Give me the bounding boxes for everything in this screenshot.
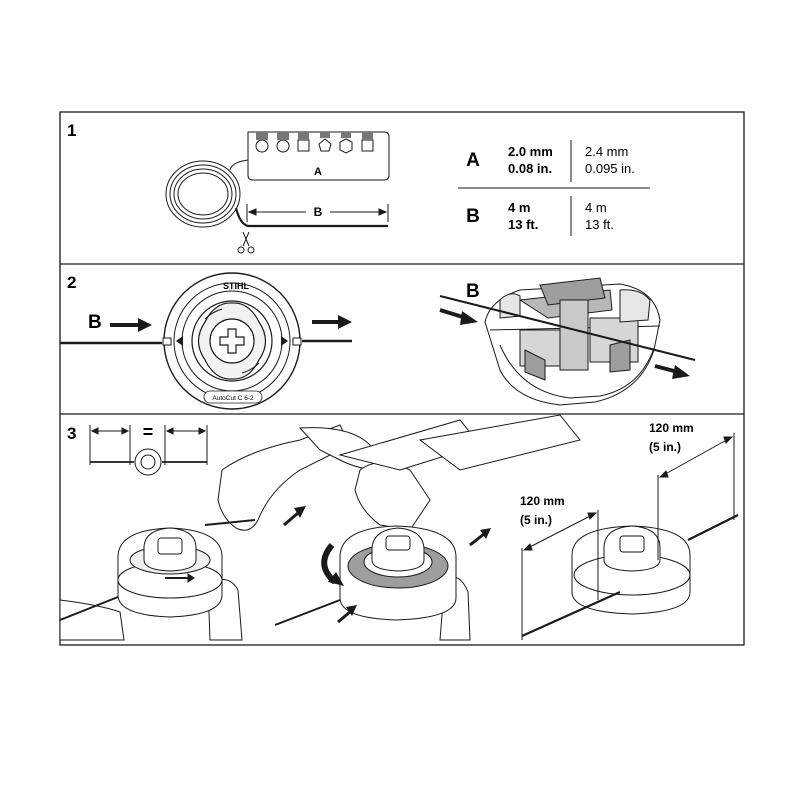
arrow-right-icon xyxy=(110,318,152,332)
arrow-out-icon xyxy=(654,364,690,379)
line-end-near xyxy=(521,590,621,638)
rotate-arrow-icon xyxy=(321,543,344,586)
spool-side-view-3 xyxy=(571,525,691,615)
alignment-arrow-left-icon xyxy=(176,336,183,346)
trimmer-line-through xyxy=(439,295,696,361)
line-profiles-box: A xyxy=(229,131,390,181)
hands-illustration xyxy=(59,414,581,641)
label-a: A xyxy=(314,166,322,178)
table-row-a-primary-metric: 2.0 mm xyxy=(508,144,553,159)
equal-length-indicator xyxy=(89,425,208,476)
dimension-near xyxy=(521,510,599,640)
line-being-pulled xyxy=(204,519,256,526)
alignment-arrow-right-icon xyxy=(281,336,288,346)
scissors-icon xyxy=(237,231,255,254)
table-row-b-primary-metric: 4 m xyxy=(508,200,530,215)
model-tag xyxy=(203,390,263,404)
spool-model: AutoCut C 6-2 xyxy=(212,395,254,402)
spool-brand: STIHL xyxy=(223,281,250,291)
outer-frame xyxy=(59,111,745,646)
table-row-b-key: B xyxy=(466,206,480,227)
step-number-3: 3 xyxy=(67,424,76,443)
dimension-far xyxy=(657,433,735,560)
table-row-b-primary-imperial: 13 ft. xyxy=(508,217,538,232)
line-end-far xyxy=(687,514,739,541)
dimension-b xyxy=(246,204,389,222)
dim-far-metric: 120 mm xyxy=(649,421,694,435)
panel2-label-b-left: B xyxy=(88,312,102,333)
table-row-a-alt-metric: 2.4 mm xyxy=(585,144,628,159)
table-row-a-key: A xyxy=(466,150,480,171)
table-row-b-alt-metric: 4 m xyxy=(585,200,607,215)
table-row-b-alt-imperial: 13 ft. xyxy=(585,217,614,232)
spool-side-view-1 xyxy=(59,527,223,621)
push-arrow-icon xyxy=(337,528,491,624)
panel2-label-b-right: B xyxy=(466,281,480,302)
arrow-right-icon xyxy=(312,315,352,329)
label-b: B xyxy=(314,205,323,219)
spool-side-view-2 xyxy=(274,525,457,626)
dim-near-imperial: (5 in.) xyxy=(520,513,552,527)
equals-sign: = xyxy=(143,422,154,442)
step-number-1: 1 xyxy=(67,121,76,140)
dim-far-imperial: (5 in.) xyxy=(649,440,681,454)
spec-table: A 2.0 mm 0.08 in. 2.4 mm 0.095 in. B 4 m… xyxy=(458,140,650,236)
step-number-2: 2 xyxy=(67,273,76,292)
dim-near-metric: 120 mm xyxy=(520,494,565,508)
spool-cutaway-illustration xyxy=(484,277,661,406)
table-row-a-alt-imperial: 0.095 in. xyxy=(585,161,635,176)
line-coil-illustration xyxy=(165,160,388,228)
pull-arrow-icon xyxy=(283,506,306,527)
arrow-in-icon xyxy=(439,308,478,325)
spool-top-view xyxy=(162,272,302,410)
table-row-a-primary-imperial: 0.08 in. xyxy=(508,161,552,176)
